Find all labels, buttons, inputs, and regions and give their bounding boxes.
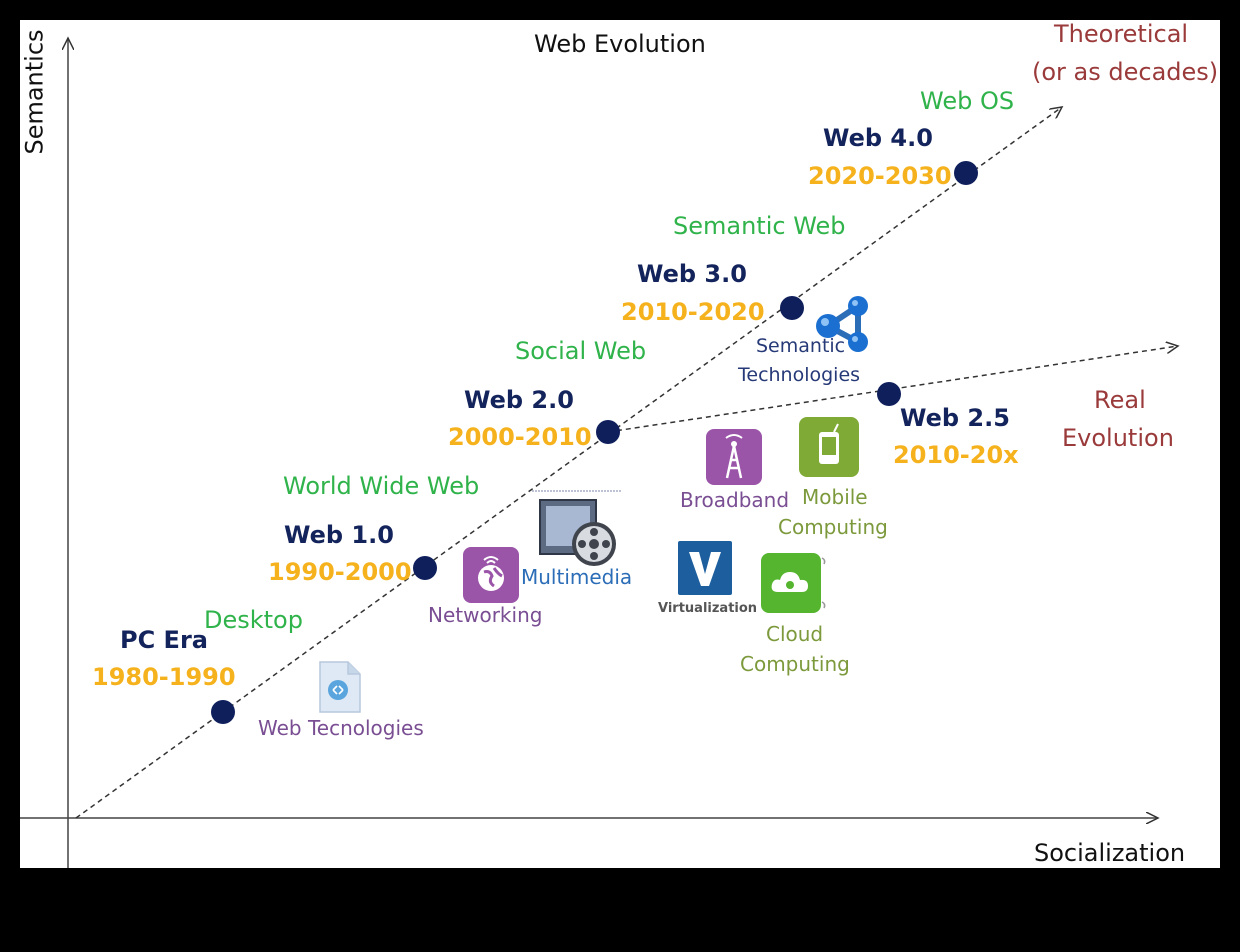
web2-name: Web 2.0 xyxy=(464,386,574,414)
web3-descriptor: Semantic Web xyxy=(673,212,846,240)
real-label-2: Evolution xyxy=(1062,424,1174,452)
theoretical-label-1: Theoretical xyxy=(1054,20,1189,48)
web4-dot xyxy=(954,161,978,185)
web-document-icon xyxy=(316,660,364,718)
web1-descriptor: World Wide Web xyxy=(283,472,480,500)
cloud-label-1: Cloud xyxy=(766,622,824,646)
multimedia-label: Multimedia xyxy=(521,565,633,589)
networking-globe-icon xyxy=(462,546,520,608)
semantic-label-2: Technologies xyxy=(738,364,861,386)
diagram-lines xyxy=(20,20,1220,868)
pc-era-name: PC Era xyxy=(120,626,208,654)
y-axis-label: Semantics xyxy=(20,29,49,155)
web-technologies-label: Web Tecnologies xyxy=(258,716,424,740)
diagram-canvas: Web Evolution Semantics Socialization Th… xyxy=(20,20,1220,868)
theoretical-line xyxy=(75,107,1062,819)
web3-name: Web 3.0 xyxy=(637,260,747,288)
web4-name: Web 4.0 xyxy=(823,124,933,152)
networking-label: Networking xyxy=(428,603,543,627)
web25-years: 2010-20x xyxy=(893,441,1019,469)
real-label-1: Real xyxy=(1094,386,1146,414)
pc-era-descriptor: Desktop xyxy=(204,606,303,634)
pc-era-years: 1980-1990 xyxy=(92,663,236,691)
web1-name: Web 1.0 xyxy=(284,521,394,549)
mobile-phone-icon xyxy=(798,416,860,482)
theoretical-label-2: (or as decades) xyxy=(1032,58,1219,86)
web25-dot xyxy=(877,382,901,406)
web2-descriptor: Social Web xyxy=(515,337,647,365)
broadband-label: Broadband xyxy=(680,488,790,512)
pc-era-dot xyxy=(211,700,235,724)
semantic-network-icon xyxy=(814,292,878,358)
web2-years: 2000-2010 xyxy=(448,423,592,451)
web4-descriptor: Web OS xyxy=(920,87,1015,115)
diagram-title: Web Evolution xyxy=(534,30,706,58)
cloud-icon xyxy=(760,552,828,618)
multimedia-film-icon xyxy=(532,490,624,572)
web3-dot xyxy=(780,296,804,320)
web2-dot xyxy=(596,420,620,444)
x-axis-label: Socialization xyxy=(1034,839,1186,867)
web25-name: Web 2.5 xyxy=(900,404,1010,432)
virtualization-label: Virtualization xyxy=(658,601,758,616)
virtualization-icon xyxy=(677,540,733,600)
web1-years: 1990-2000 xyxy=(268,558,412,586)
web1-dot xyxy=(413,556,437,580)
broadband-tower-icon xyxy=(705,428,763,490)
semantic-label-1: Semantic xyxy=(756,335,846,357)
mobile-label-1: Mobile xyxy=(802,485,868,509)
web4-years: 2020-2030 xyxy=(808,162,952,190)
mobile-label-2: Computing xyxy=(778,515,888,539)
web3-years: 2010-2020 xyxy=(621,298,765,326)
cloud-label-2: Computing xyxy=(740,652,850,676)
